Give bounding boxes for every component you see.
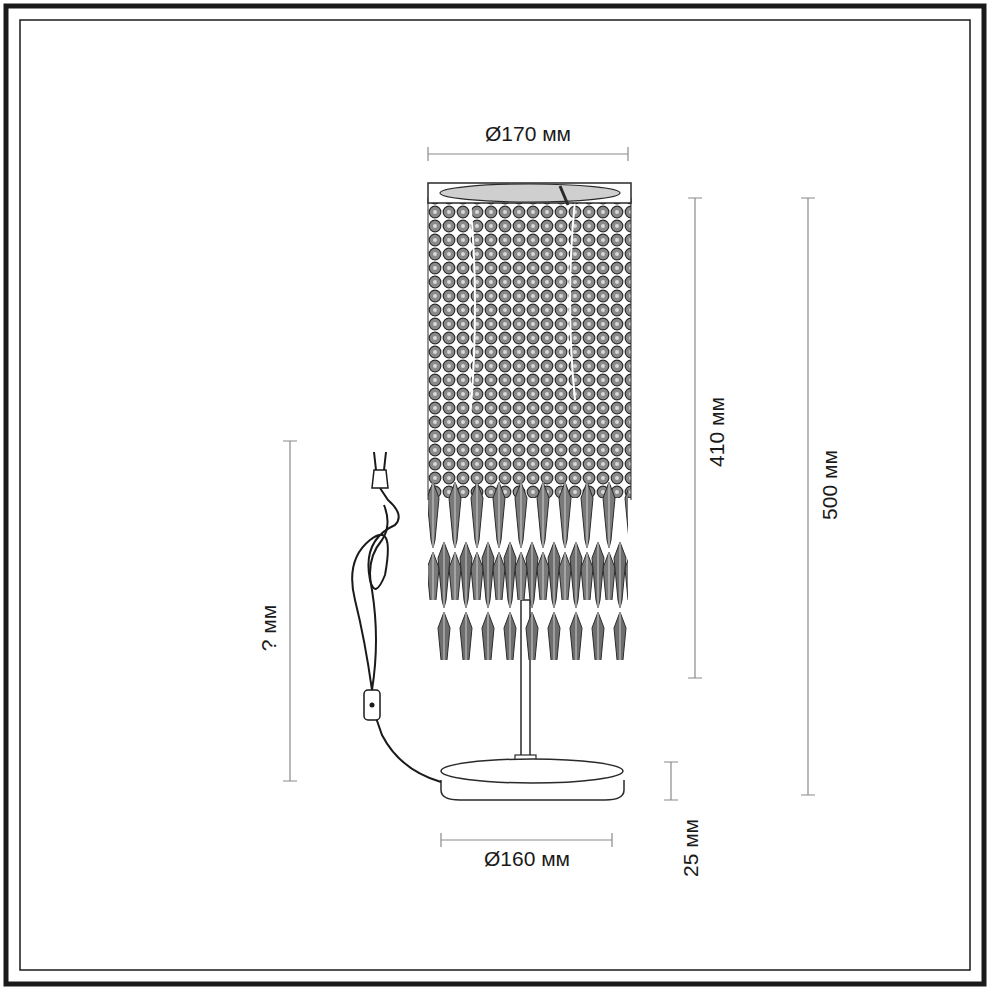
dimension-label: 25 мм (679, 817, 702, 879)
dimension-label: 410 мм (705, 395, 728, 469)
dimension-label: 500 мм (818, 448, 841, 522)
dimension-label: Ø160 мм (482, 847, 572, 870)
dimension-label: ? мм (257, 603, 280, 653)
dimension-label: Ø170 мм (483, 122, 573, 145)
